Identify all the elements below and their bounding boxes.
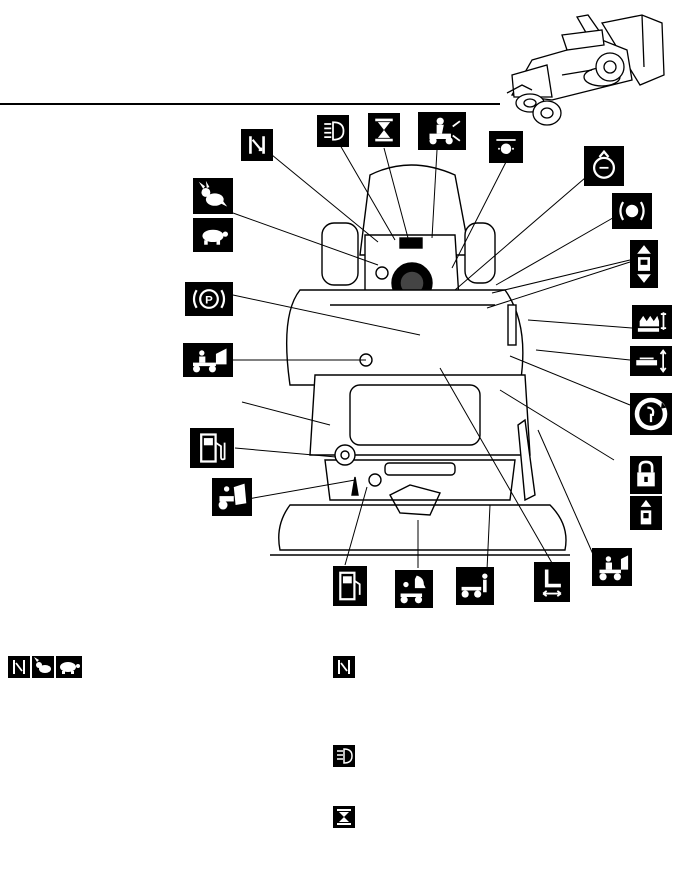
- legend-turtle-icon: [56, 656, 82, 678]
- parking-brake-icon: P: [185, 282, 233, 316]
- mulch-icon: [592, 548, 632, 586]
- forward-reverse-icon: [630, 240, 658, 288]
- warning-bell-icon: [395, 570, 433, 608]
- legend-rabbit-icon: [32, 656, 54, 678]
- legend-headlight-icon: [333, 745, 355, 767]
- collector-icon: [183, 343, 233, 377]
- headlight-icon: [317, 115, 349, 147]
- fuel-gauge-icon: [333, 566, 367, 606]
- deck-lift-icon: [630, 346, 672, 376]
- cutting-height-icon: [632, 305, 672, 339]
- empty-collector-icon: [212, 478, 252, 516]
- fuel-pump-icon: [190, 428, 234, 468]
- ignition-icon: [241, 129, 273, 161]
- legend-right-ignition-icon: [333, 656, 355, 678]
- operator-presence-icon: [418, 112, 466, 150]
- section-rule: [0, 103, 500, 105]
- legend-hourglass-icon: [333, 806, 355, 828]
- bag-full-icon: [456, 567, 494, 605]
- cruise-icon: [630, 496, 662, 530]
- rotation-icon: [630, 393, 672, 435]
- turtle-icon: [193, 218, 233, 252]
- choke-icon: [584, 146, 624, 186]
- padlock-icon: [630, 456, 662, 494]
- seat-adjust-icon: [534, 562, 570, 602]
- tractor-front-view: [270, 164, 570, 556]
- hourglass-icon: [368, 113, 400, 147]
- tractor-illustration: [506, 14, 665, 126]
- legend-ignition-icon: [8, 656, 30, 678]
- mower-engage-icon: [489, 131, 523, 163]
- pto-icon: [612, 193, 652, 229]
- svg-text:P: P: [205, 294, 213, 306]
- rabbit-icon: [193, 178, 233, 214]
